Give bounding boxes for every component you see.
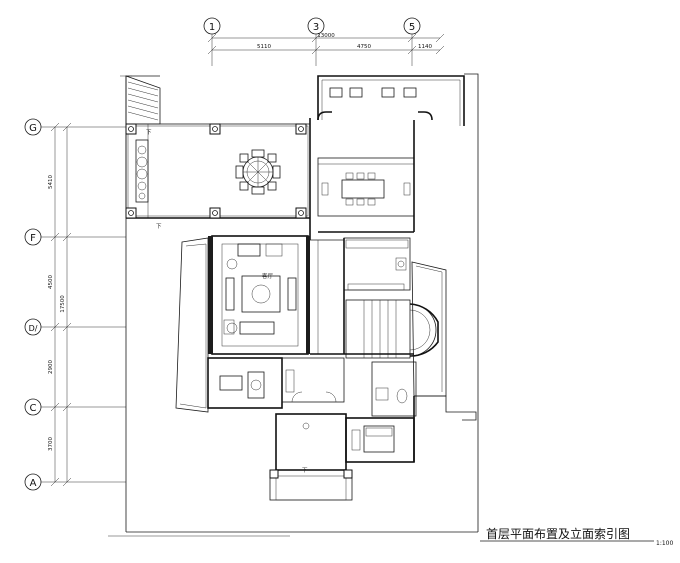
svg-text:1: 1 — [209, 22, 215, 33]
room-label-living: 客厅 — [262, 272, 274, 280]
dim-5410: 5410 — [48, 175, 54, 189]
dim-1140: 1140 — [418, 44, 432, 50]
dim-13000: 13000 — [317, 33, 335, 39]
dim-17500: 17500 — [60, 295, 66, 313]
living-room — [211, 235, 309, 355]
svg-text:F: F — [30, 233, 36, 244]
main-stair — [345, 299, 439, 359]
svg-text:C: C — [30, 403, 37, 414]
top-axis-5: 5 — [403, 17, 421, 66]
west-balcony — [175, 237, 209, 413]
terrace-pergola — [125, 123, 311, 219]
side-axis-A: A — [24, 473, 126, 491]
south-east-outline — [413, 395, 477, 462]
north-bay-room — [309, 75, 465, 240]
corridor — [310, 238, 414, 355]
dining-room — [317, 157, 415, 217]
drawing-title: 首层平面布置及立面索引图 — [486, 526, 630, 541]
side-axis-G: G — [24, 118, 126, 136]
top-dimension-chain — [207, 33, 445, 55]
site-boundary — [120, 73, 479, 533]
exterior-stair — [125, 75, 161, 125]
outdoor-dining-set — [235, 149, 281, 195]
foyer — [281, 357, 345, 403]
kitchen — [343, 237, 411, 291]
side-dimension-chain — [50, 122, 72, 487]
stair-down-mark-3: 下 — [302, 467, 308, 474]
svg-text:5: 5 — [409, 22, 415, 33]
top-axis-3: 3 — [307, 17, 325, 66]
dim-4750: 4750 — [357, 44, 371, 50]
drawing-scale: 1:100 — [656, 540, 673, 547]
guest-bedroom — [345, 417, 415, 463]
dim-4500: 4500 — [48, 275, 54, 289]
entrance-hall — [269, 413, 353, 501]
dim-5110: 5110 — [257, 44, 271, 50]
side-axis-F: F — [24, 228, 126, 246]
stair-down-mark: 下 — [146, 129, 152, 136]
east-terrace — [411, 261, 447, 397]
column-marks — [125, 123, 307, 219]
bathroom — [371, 361, 417, 417]
top-axis-1: 1 — [203, 17, 221, 66]
planter-plants — [135, 139, 149, 203]
study-room — [207, 357, 295, 409]
dim-3700: 3700 — [48, 437, 54, 451]
svg-text:3: 3 — [313, 22, 319, 33]
side-axis-D: D/ — [24, 318, 126, 336]
side-axis-C: C — [24, 398, 126, 416]
svg-text:D/: D/ — [29, 324, 38, 333]
svg-text:A: A — [30, 478, 37, 489]
stair-down-mark-2: 下 — [156, 223, 162, 230]
svg-text:G: G — [29, 123, 37, 134]
living-thick-walls — [208, 236, 310, 354]
dim-2900: 2900 — [48, 360, 54, 374]
